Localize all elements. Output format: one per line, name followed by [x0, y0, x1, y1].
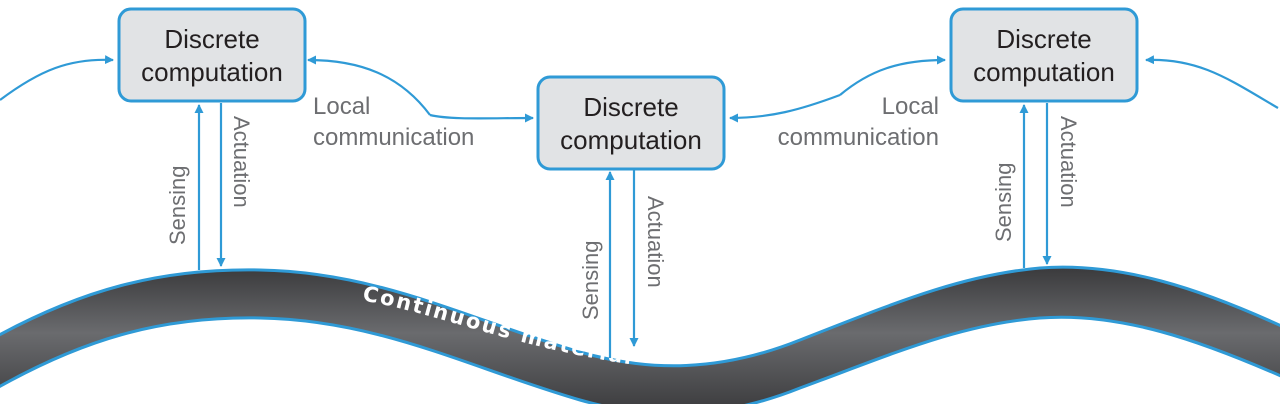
- comm-arrow-right-to-box3: [839, 55, 946, 96]
- comm-label-right-line-2: communication: [778, 124, 939, 151]
- comm-label-right-line-1: Local: [882, 93, 939, 120]
- communication-arrows: [0, 55, 1279, 123]
- edge-arrow-right: [1145, 55, 1279, 109]
- box-3-line-1: Discrete: [996, 24, 1091, 54]
- actuation-label-3: Actuation: [1056, 116, 1081, 208]
- comm-arrow-right-to-box2: [729, 93, 841, 123]
- actuation-label-2: Actuation: [643, 196, 668, 288]
- comm-label-left-line-2: communication: [313, 124, 474, 151]
- comm-label-left: Local communication: [313, 93, 474, 151]
- sensing-label-2: Sensing: [578, 240, 603, 320]
- material-top-edge: [0, 265, 1280, 368]
- comm-label-right: Local communication: [778, 93, 939, 151]
- sensing-label-3: Sensing: [991, 162, 1016, 242]
- sensing-actuation-arrows: [194, 103, 1052, 358]
- material-band: [0, 267, 1280, 404]
- computation-box-3: Discrete computation: [949, 7, 1139, 103]
- box-3-line-2: computation: [973, 57, 1115, 87]
- actuation-label-1: Actuation: [229, 116, 254, 208]
- box-1-line-1: Discrete: [164, 24, 259, 54]
- comm-label-left-line-1: Local: [313, 93, 370, 120]
- comm-arrow-left-to-box1: [307, 55, 431, 116]
- computation-box-2: Discrete computation: [536, 75, 726, 171]
- sensing-label-1: Sensing: [165, 165, 190, 245]
- computation-box-1: Discrete computation: [117, 7, 307, 103]
- continuous-material: Continuous material: [0, 265, 1280, 404]
- box-2-line-1: Discrete: [583, 92, 678, 122]
- material-bottom-edge: [0, 315, 1280, 404]
- box-1-line-2: computation: [141, 57, 283, 87]
- comm-arrow-left-to-box2: [429, 113, 534, 123]
- edge-arrow-left: [0, 55, 114, 101]
- box-2-line-2: computation: [560, 125, 702, 155]
